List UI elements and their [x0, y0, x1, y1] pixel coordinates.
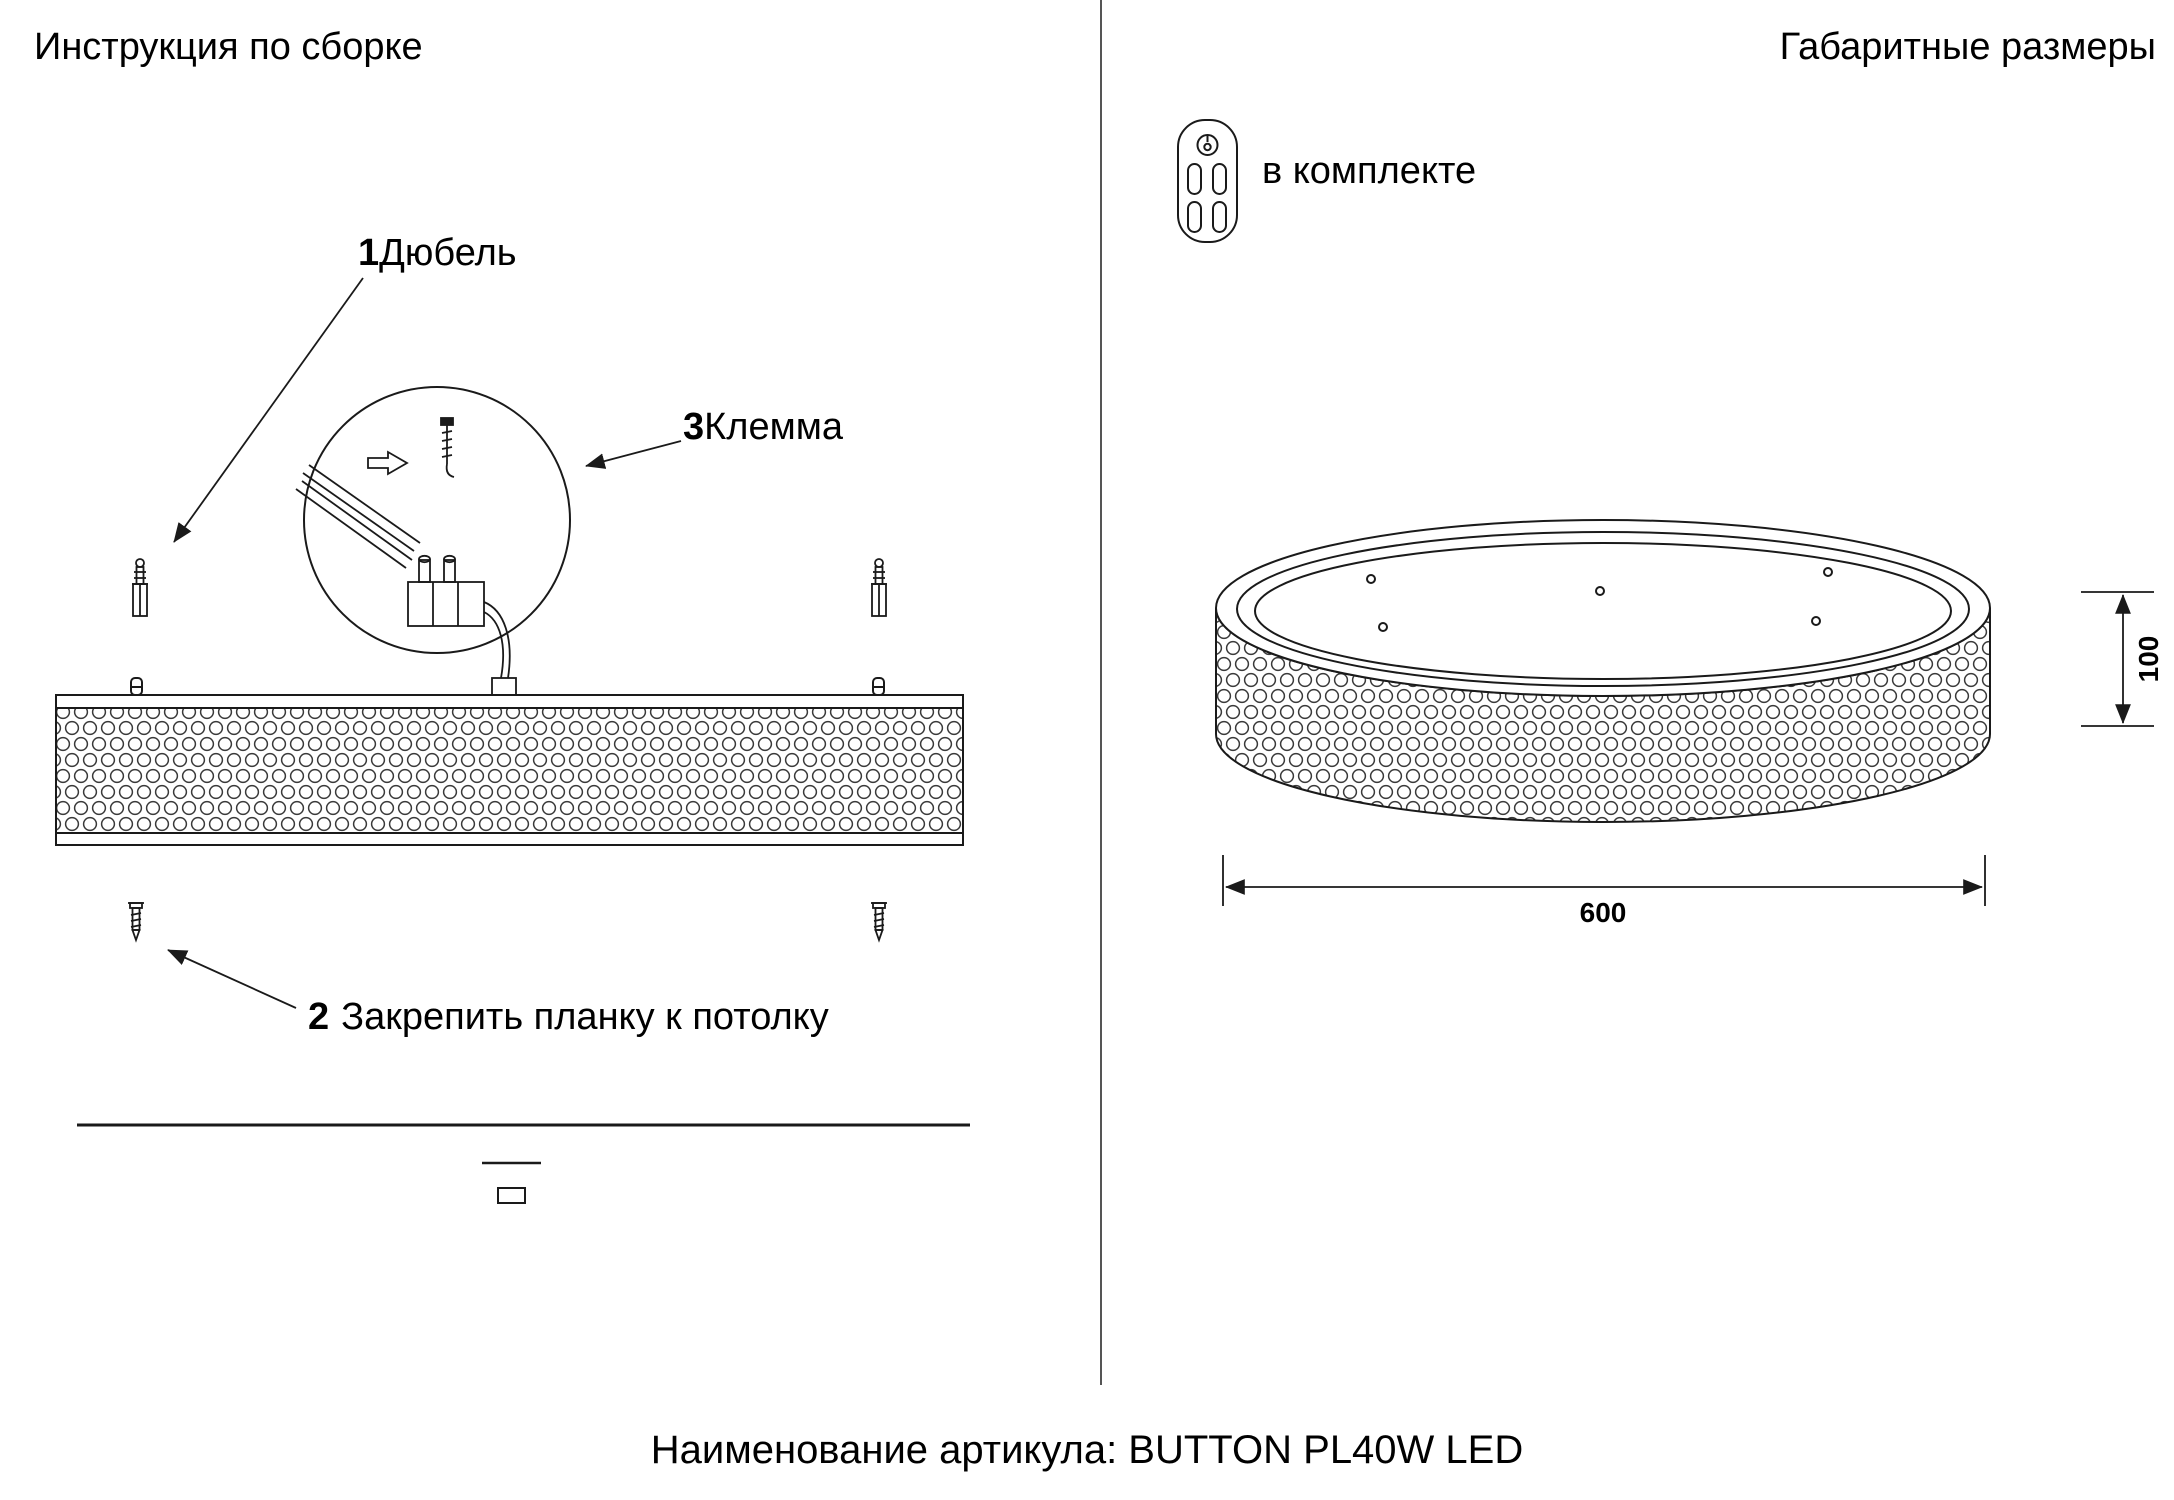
right-panel-title: Габаритные размеры: [1779, 26, 2156, 68]
dowel-icon: [870, 558, 888, 617]
label-mounting-text: Закрепить планку к потолку: [341, 996, 829, 1038]
light-bar-side-view: [55, 677, 964, 846]
screw-icon: [870, 902, 888, 941]
screw-hole: [1823, 567, 1833, 577]
leader-arrow-mounting: [167, 949, 297, 1009]
plate-mark-rect: [497, 1187, 526, 1204]
label-dowel-text: Дюбель: [379, 232, 517, 274]
dimension-diameter: 600: [1222, 855, 1986, 928]
label-dowel: 1Дюбель: [358, 232, 517, 276]
leader-arrow-dowel: [173, 277, 364, 543]
detail-callout-circle: [303, 386, 571, 654]
leader-arrow-terminal: [585, 440, 682, 469]
height-value: 100: [2133, 636, 2164, 683]
label-mounting: 2 Закрепить планку к потолку: [308, 996, 829, 1040]
screw-hole: [1378, 622, 1388, 632]
left-panel-title: Инструкция по сборке: [34, 26, 423, 68]
step-number-2: 2: [308, 996, 330, 1038]
step-number-1: 1: [358, 232, 380, 274]
insert-arrow-icon: [367, 450, 409, 476]
screw-hole: [1595, 586, 1605, 596]
included-note: в комплекте: [1262, 150, 1477, 192]
assembly-diagram: [55, 277, 970, 1204]
screw-hole: [1811, 616, 1821, 626]
dowel-icon: [132, 558, 148, 617]
article-name: Наименование артикула: BUTTON PL40W LED: [650, 1428, 1524, 1472]
label-terminal-text: Клемма: [704, 406, 843, 448]
diameter-value: 600: [1580, 897, 1627, 928]
terminal-detail: [295, 417, 517, 696]
remote-control-icon: [1177, 119, 1238, 243]
screw-hole: [1366, 574, 1376, 584]
screw-icon: [128, 902, 144, 943]
lamp-drawing: [1215, 519, 1991, 823]
dimension-diagram: 100 600: [1177, 119, 2164, 928]
label-terminal: 3Клемма: [683, 406, 843, 450]
dimension-height: 100: [2081, 591, 2164, 727]
step-number-3: 3: [683, 406, 705, 448]
